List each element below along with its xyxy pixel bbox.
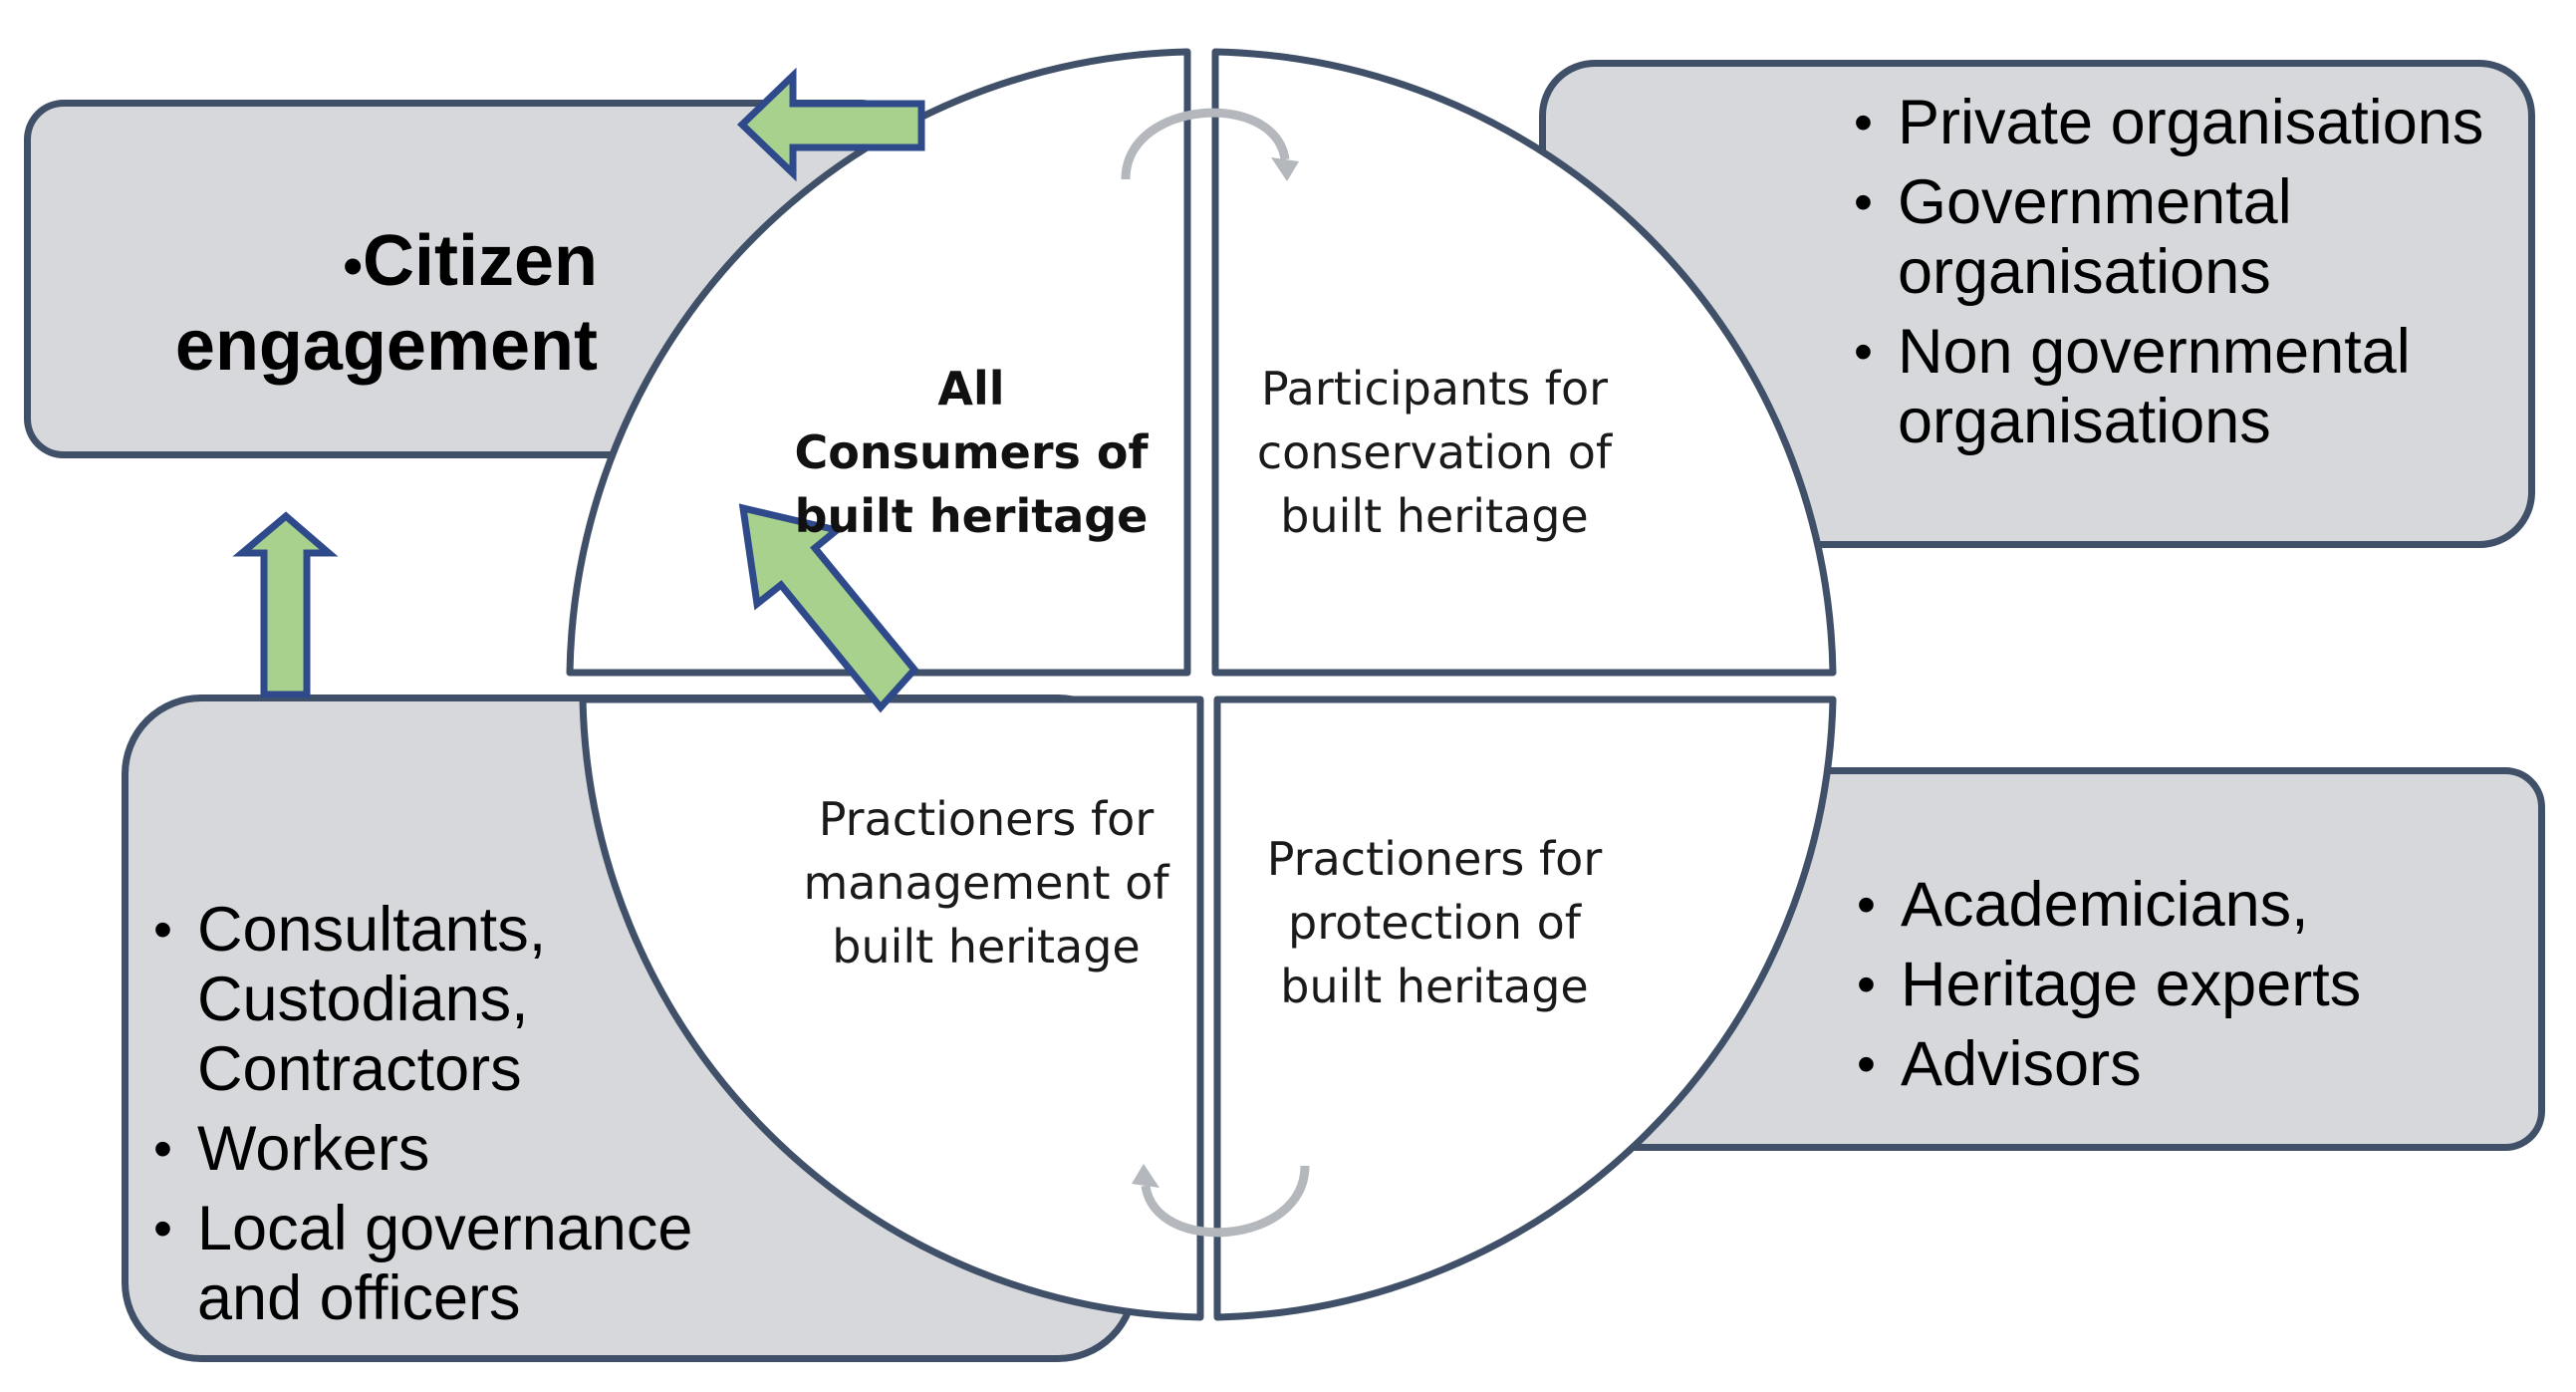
citizen-engagement-line1: Citizen <box>362 221 598 301</box>
citizen-engagement-line2: engagement <box>174 306 598 386</box>
arrow-up-icon <box>232 511 339 698</box>
list-item: Non governmental organisations <box>1848 317 2505 456</box>
quadrant-top-left-label: All Consumers of built heritage <box>794 362 1149 543</box>
quadrant-bottom-left-shape <box>579 696 1204 1321</box>
cycle-arrow-top <box>1121 108 1299 181</box>
citizen-engagement-text: •Citizen engagement <box>174 221 598 386</box>
list-item: Heritage experts <box>1851 950 2508 1019</box>
quadrant-top-right-shape <box>1211 48 1837 677</box>
list-item: Consultants, Custodians, Contractors <box>147 895 765 1104</box>
list-item: Governmental organisations <box>1848 167 2505 307</box>
quadrant-bottom-left-label: Practioners for management of built heri… <box>803 792 1169 974</box>
quadrant-bottom-right-label: Practioners for protection of built heri… <box>1266 832 1603 1013</box>
list-item: Advisors <box>1851 1029 2508 1099</box>
arrow-left-icon <box>736 67 925 182</box>
top-right-list: Private organisations Governmental organ… <box>1848 88 2505 466</box>
list-item: Academicians, <box>1851 870 2508 940</box>
quadrant-top-left-shape <box>566 48 1191 677</box>
list-item: Workers <box>147 1114 765 1184</box>
list-item: Private organisations <box>1848 88 2505 157</box>
bottom-left-list: Consultants, Custodians, Contractors Wor… <box>147 895 765 1343</box>
list-item: Local governance and officers <box>147 1194 765 1333</box>
arrow-diagonal-icon <box>738 503 919 713</box>
quadrant-top-right-label: Participants for conservation of built h… <box>1256 362 1613 543</box>
quadrant-bottom-right-shape <box>1213 696 1837 1321</box>
bottom-right-list: Academicians, Heritage experts Advisors <box>1851 870 2508 1109</box>
cycle-arrow-bottom <box>1132 1164 1310 1238</box>
